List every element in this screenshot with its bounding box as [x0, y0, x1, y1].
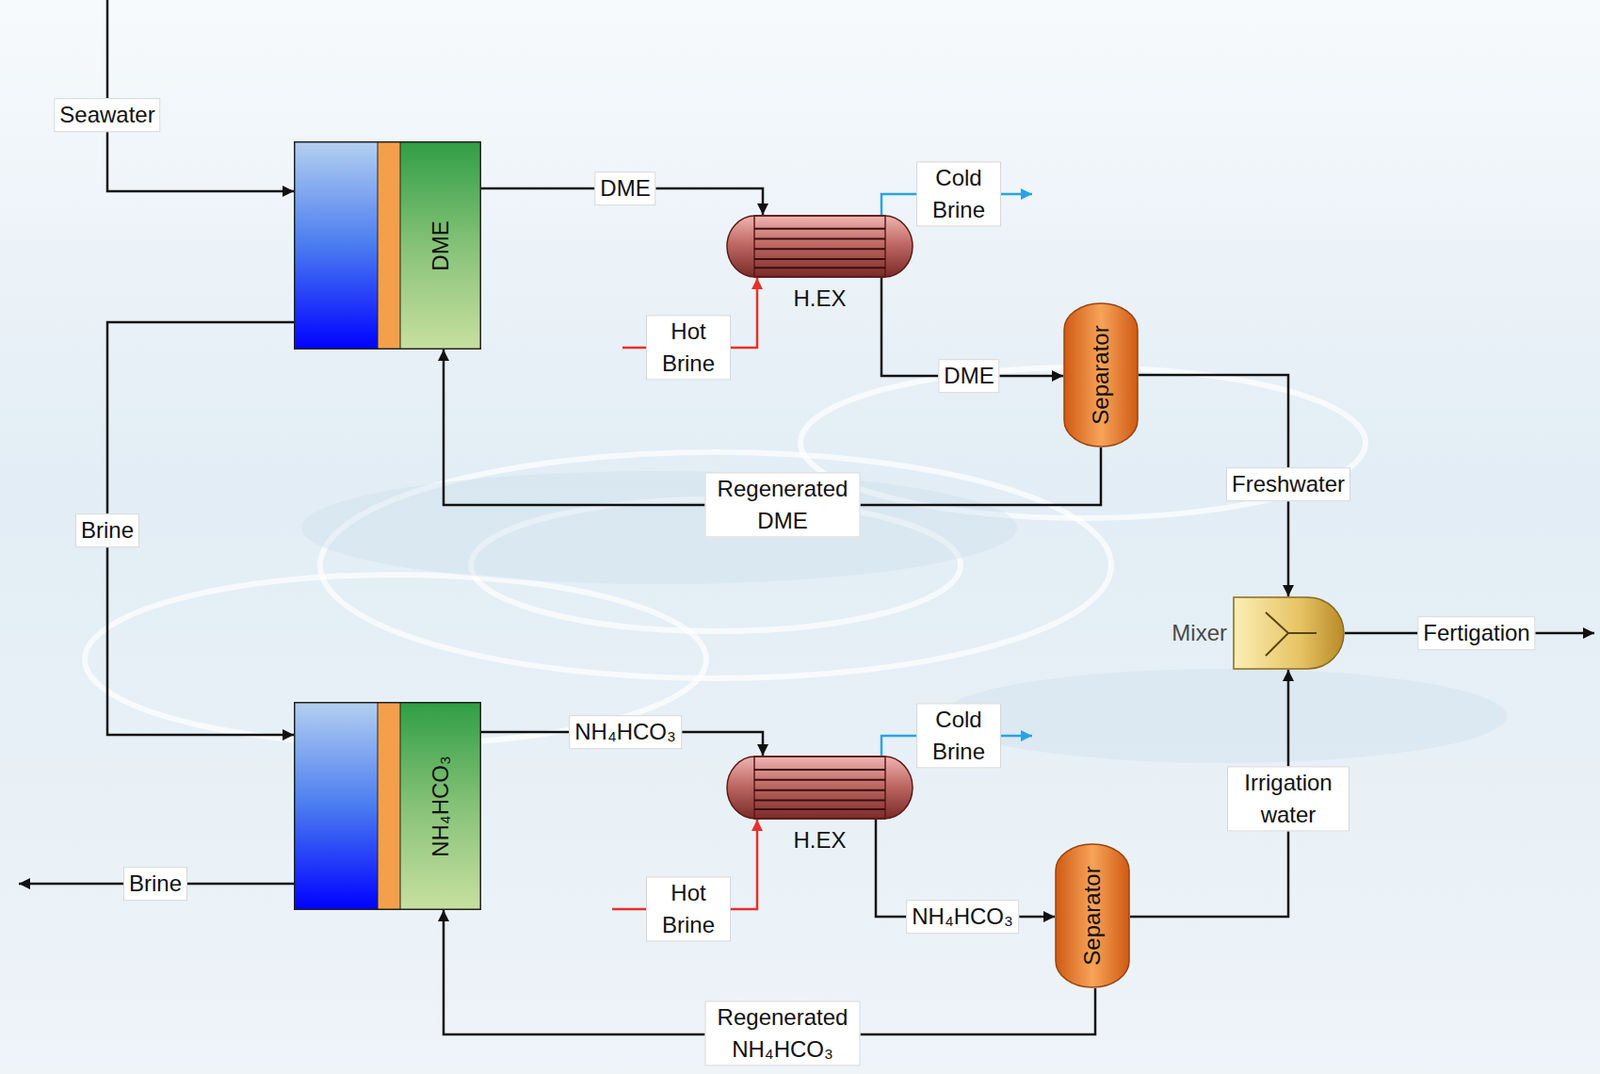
- membrane-edge: [400, 701, 402, 910]
- module-outline: [294, 142, 482, 350]
- membrane-edge: [377, 141, 379, 350]
- mixer-unit: Mixer: [1232, 596, 1345, 670]
- feed-channel: [293, 701, 378, 910]
- tube: [754, 227, 886, 230]
- stream-label: Brine: [75, 513, 140, 548]
- vessel-body: [1064, 303, 1138, 447]
- stream-lines: [18, 0, 1595, 909]
- tube: [754, 247, 886, 250]
- mixer-body: [1233, 597, 1344, 669]
- unit-label: Mixer: [1171, 619, 1228, 647]
- tube: [754, 789, 886, 792]
- stream-label: Cold Brine: [916, 161, 1002, 227]
- stream-label: Freshwater: [1226, 467, 1351, 502]
- draw-solution-label: DME: [427, 220, 455, 271]
- membrane-edge: [377, 701, 379, 910]
- tube: [754, 808, 886, 810]
- tube: [754, 768, 886, 771]
- membrane: [377, 141, 401, 350]
- exchanger-shell: [727, 756, 913, 819]
- stream-label: Seawater: [53, 97, 161, 132]
- stream-label: Regenerated NH₄HCO₃: [705, 1000, 861, 1066]
- heat-exchanger: H.EX: [726, 214, 914, 278]
- tube: [754, 237, 886, 240]
- tube-bundle: [754, 756, 886, 819]
- stream-label: Fertigation: [1417, 615, 1536, 650]
- merge-symbol: [1265, 612, 1289, 656]
- heat-exchanger-shape: [726, 214, 914, 278]
- stream-label: Cold Brine: [916, 702, 1002, 768]
- stream-label: Brine: [123, 866, 188, 901]
- stream-label: Regenerated DME: [705, 471, 861, 537]
- ripple-shades: [301, 470, 1507, 763]
- draw-channel: [400, 701, 482, 910]
- forward-osmosis-module: NH₄HCO₃: [293, 701, 482, 910]
- ripple-shade: [941, 668, 1507, 763]
- stream-label: NH₄HCO₃: [568, 714, 682, 749]
- stream-label: NH₄HCO₃: [905, 899, 1019, 934]
- ripple-shade: [301, 470, 1018, 584]
- tube-bundle: [754, 215, 886, 277]
- feed-channel: [293, 141, 378, 350]
- exchanger-shell: [727, 215, 913, 277]
- unit-label: H.EX: [792, 826, 846, 855]
- stream-label: DME: [594, 171, 656, 206]
- unit-label: H.EX: [792, 285, 846, 313]
- forward-osmosis-module-shape: [293, 141, 482, 350]
- module-outline: [294, 702, 482, 910]
- heat-exchanger: H.EX: [726, 755, 914, 820]
- separator-vessel: Separator: [1063, 302, 1139, 448]
- membrane-edge: [400, 141, 402, 350]
- stream-label: Hot Brine: [646, 875, 731, 941]
- forward-osmosis-module-shape: [293, 701, 482, 910]
- separator-vessel: Separator: [1054, 842, 1131, 988]
- tube: [754, 778, 886, 781]
- unit-label: Separator: [1087, 324, 1116, 424]
- seawater-line: [107, 0, 294, 192]
- unit-label: Separator: [1079, 865, 1107, 965]
- stream-label: Hot Brine: [646, 314, 731, 380]
- heat-exchanger-shape: [726, 755, 914, 820]
- forward-osmosis-module: DME: [293, 141, 482, 350]
- merge-symbol: [1288, 631, 1317, 634]
- stream-label: Irrigation water: [1227, 765, 1350, 831]
- stream-label: DME: [937, 358, 1000, 393]
- membrane: [377, 701, 401, 910]
- tube: [754, 258, 886, 260]
- draw-solution-label: NH₄HCO₃: [427, 755, 455, 857]
- tube: [754, 799, 886, 802]
- draw-channel: [400, 141, 482, 350]
- mixer-unit-shape: [1232, 596, 1345, 670]
- tube: [754, 266, 886, 269]
- vessel-body: [1055, 843, 1130, 987]
